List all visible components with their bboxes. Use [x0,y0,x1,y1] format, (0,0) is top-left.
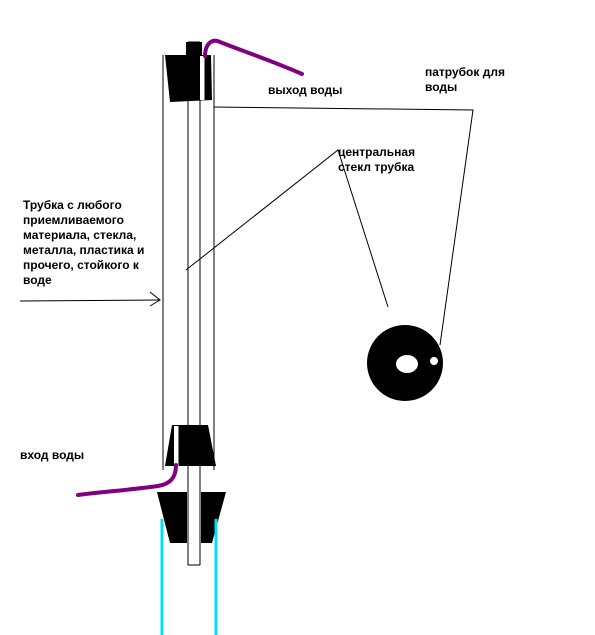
top-cap [186,42,202,56]
fitting-pointer-line [213,106,474,346]
label-pipe-fitting: патрубок для воды [425,65,505,94]
cross-section-central-hole [396,355,418,373]
bottom-stopper-slot [174,426,179,466]
inlet-hose [76,463,178,497]
bottom-stopper [165,425,216,466]
material-pointer-line [19,299,161,302]
top-stopper-slot [200,56,205,100]
outlet-hose [203,38,304,76]
cross-section-fitting-hole [430,357,438,365]
base-funnel-tube-gap [187,492,201,544]
label-water-inlet: вход воды [20,448,85,462]
label-tube-material: Трубка с любого приемливаемого материала… [23,198,145,287]
central-tube-pointer-line [185,149,389,308]
label-water-outlet: выход воды [268,83,343,97]
material-pointer-arrowhead [149,291,161,307]
label-central-tube: центральная стекл трубка [338,145,416,174]
